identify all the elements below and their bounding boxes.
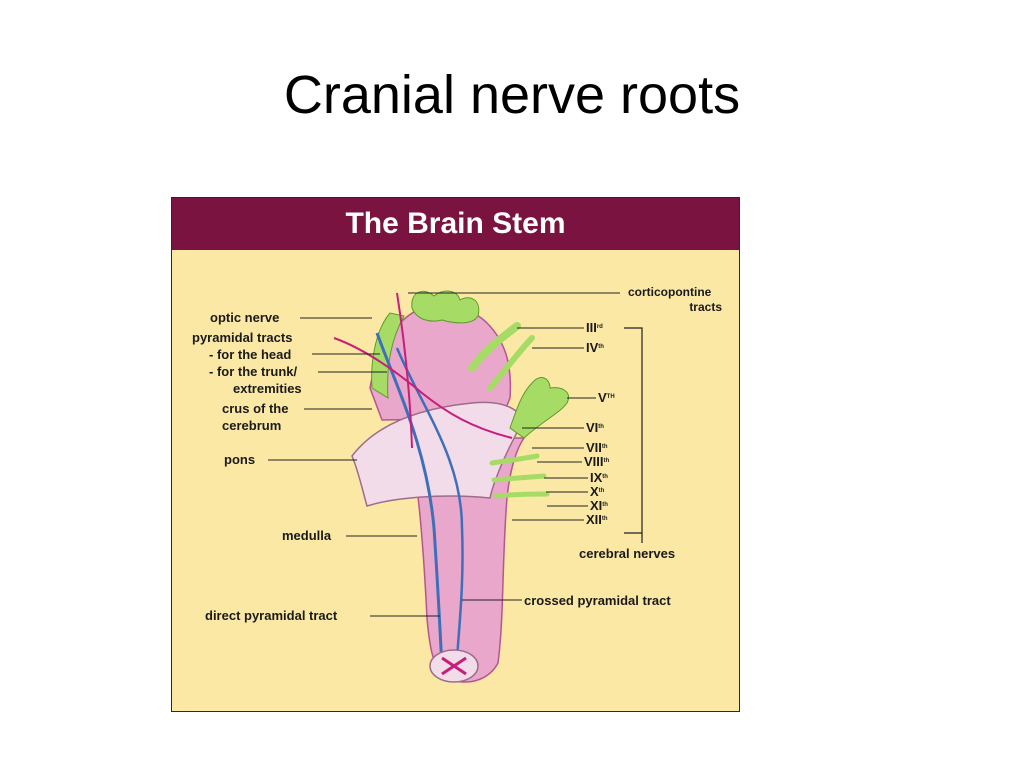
nerve-ix: IXth xyxy=(590,470,608,485)
label-for-the-head: - for the head xyxy=(209,347,292,362)
label-corticopontine-line1: corticopontine xyxy=(628,285,712,299)
cross-section-x xyxy=(441,656,467,676)
tectum-green-shape xyxy=(411,290,480,324)
label-crus-line1: crus of the xyxy=(222,401,289,416)
label-optic-nerve: optic nerve xyxy=(210,310,280,325)
nerve-vi: VIth xyxy=(586,420,604,435)
slide-title: Cranial nerve roots xyxy=(283,65,741,125)
nerve-v: VTH xyxy=(598,390,615,405)
label-pyramidal-tracts: pyramidal tracts xyxy=(192,330,293,345)
pyramidal-tract-blue-path xyxy=(375,332,444,669)
brain-stem-figure: The Brain Stem xyxy=(171,197,740,712)
brain-stem-illustration xyxy=(268,290,643,683)
label-corticopontine-line2: tracts xyxy=(689,300,722,314)
label-medulla: medulla xyxy=(282,528,332,543)
nerve-iv: IVth xyxy=(586,340,604,355)
label-for-the-trunk: - for the trunk/ xyxy=(209,364,298,379)
trigeminal-green-shape xyxy=(509,377,569,439)
nerve-vii: VIIth xyxy=(586,440,608,455)
nerve-xii: XIIth xyxy=(586,512,608,527)
oculomotor-green-shape xyxy=(468,322,521,372)
corticopontine-magenta-path xyxy=(396,292,413,449)
nerve-xi: XIth xyxy=(590,498,608,513)
trochlear-green-shape xyxy=(487,335,535,391)
label-direct-pyramidal-tract: direct pyramidal tract xyxy=(205,608,338,623)
nerve-x: Xth xyxy=(590,484,605,499)
head-tract-magenta-path xyxy=(333,337,513,439)
label-cerebral-nerves: cerebral nerves xyxy=(579,546,676,561)
nerve-viii: VIIIth xyxy=(584,454,610,469)
nerve-iii: IIIrd xyxy=(586,320,603,335)
figure-header: The Brain Stem xyxy=(172,198,739,250)
label-crossed-pyramidal-tract: crossed pyramidal tract xyxy=(524,593,671,608)
label-extremities: extremities xyxy=(233,381,302,396)
label-pons: pons xyxy=(224,452,256,467)
label-crus-line2: cerebrum xyxy=(222,418,282,433)
crossed-tract-blue-path xyxy=(395,347,464,659)
cerebral-nerves-bracket xyxy=(624,327,643,543)
lower-nerves-green-shape xyxy=(489,453,550,499)
